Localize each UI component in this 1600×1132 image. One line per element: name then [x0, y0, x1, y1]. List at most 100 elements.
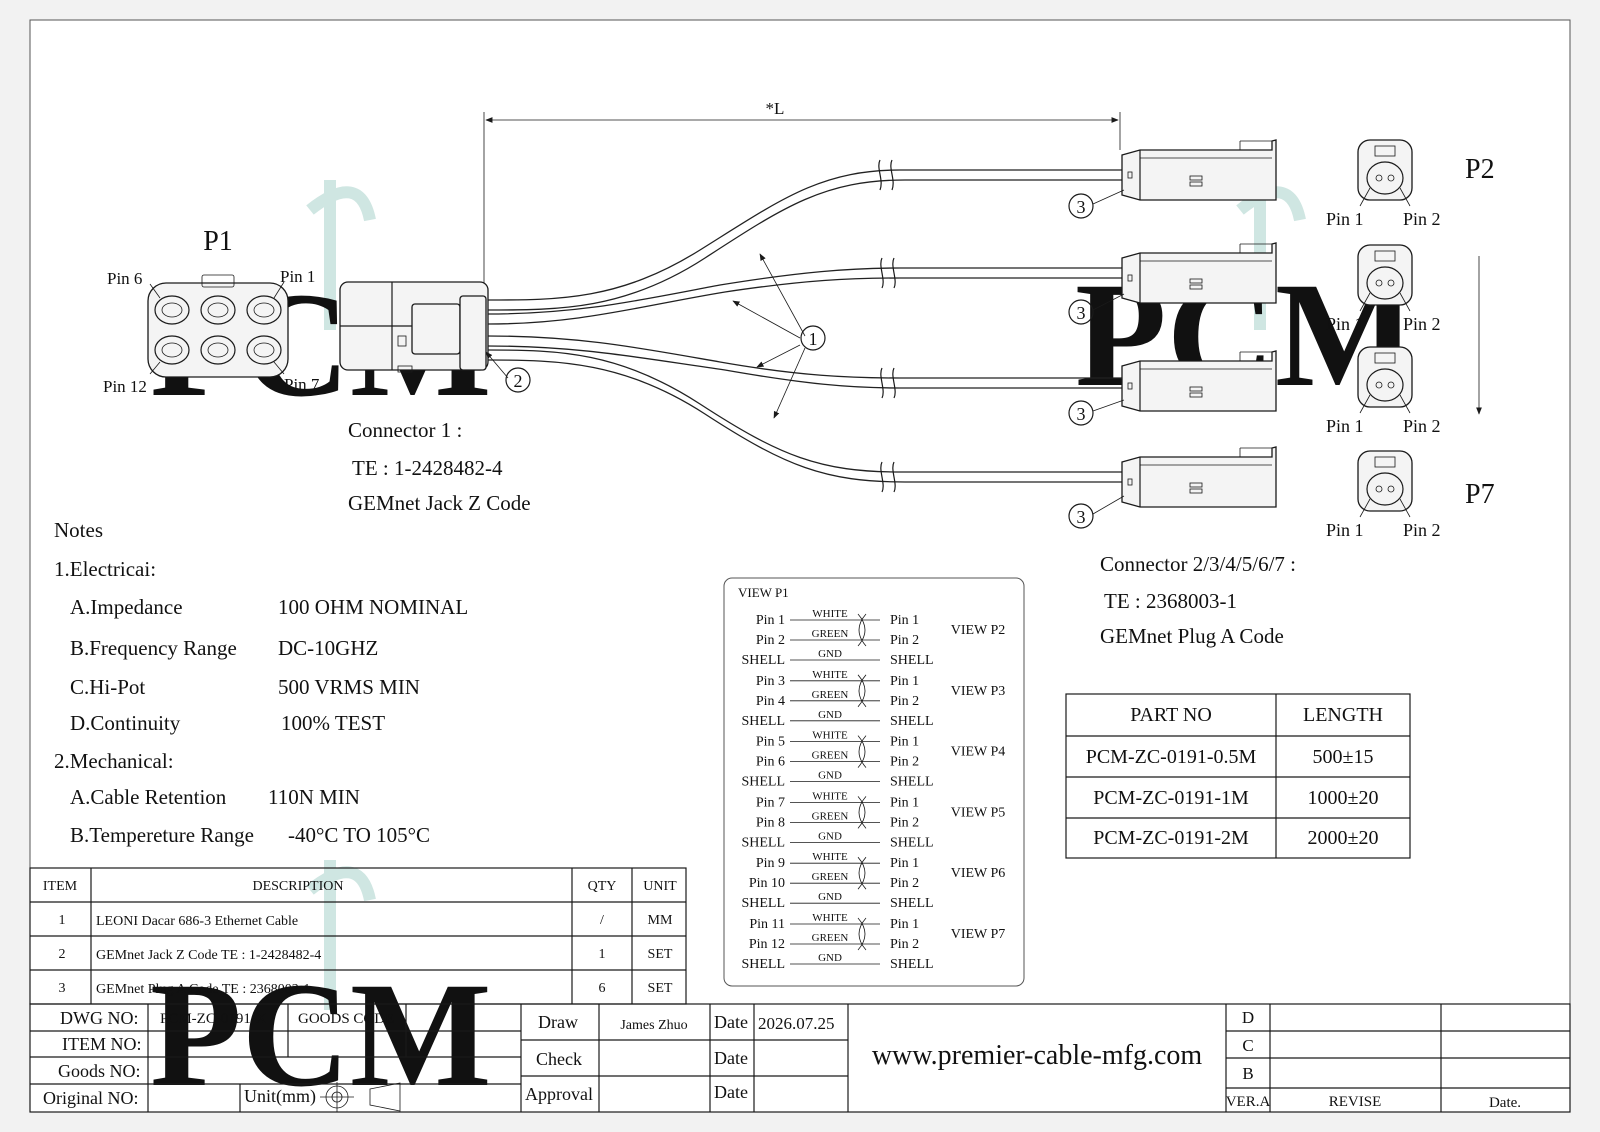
- svg-text:Original NO:: Original NO:: [43, 1088, 138, 1108]
- plug-pin1-label: Pin 1: [1326, 314, 1364, 334]
- svg-text:GEMnet Jack Z Code: GEMnet Jack Z Code: [348, 491, 531, 515]
- plug-pin1-label: Pin 1: [1326, 209, 1364, 229]
- p2-title: P2: [1465, 154, 1495, 185]
- svg-text:3: 3: [1077, 507, 1086, 527]
- wiring-left-pin: Pin 11: [749, 917, 785, 932]
- p1-pin12-label: Pin 12: [103, 377, 147, 396]
- wiring-right-pin: Pin 2: [890, 876, 919, 891]
- svg-text:LEONI Dacar 686-3 Ethernet Cab: LEONI Dacar 686-3 Ethernet Cable: [96, 914, 298, 929]
- svg-text:3: 3: [1077, 303, 1086, 323]
- projection-symbol-icon: [320, 1082, 401, 1112]
- svg-text:Connector 2/3/4/5/6/7 :: Connector 2/3/4/5/6/7 :: [1100, 552, 1296, 576]
- svg-text:GOODS CODE: GOODS CODE: [298, 1011, 394, 1027]
- svg-text:D.Continuity: D.Continuity: [70, 711, 181, 735]
- length-dimension: *L: [483, 99, 1121, 300]
- wiring-right-pin: Pin 2: [890, 633, 919, 648]
- wiring-right-pin: Pin 2: [890, 755, 919, 770]
- wiring-right-pin: SHELL: [890, 653, 934, 668]
- connector-1-side-view: [339, 281, 489, 373]
- wiring-right-pin: SHELL: [890, 835, 934, 850]
- wiring-right-pin: SHELL: [890, 896, 934, 911]
- length-dimension-label: *L: [766, 99, 785, 118]
- connector-2-7-callout: Connector 2/3/4/5/6/7 : TE : 2368003-1 G…: [1100, 552, 1296, 648]
- wiring-view-label: VIEW P2: [951, 623, 1006, 638]
- wiring-left-pin: Pin 7: [756, 795, 785, 810]
- svg-text:Date.: Date.: [1489, 1095, 1521, 1111]
- parts-row: PCM-ZC-0191-0.5M: [1086, 746, 1257, 768]
- wiring-right-pin: SHELL: [890, 775, 934, 790]
- wiring-left-pin: SHELL: [741, 957, 785, 972]
- svg-text:1: 1: [59, 913, 66, 928]
- svg-text:Goods NO:: Goods NO:: [58, 1061, 141, 1081]
- svg-text:3: 3: [1077, 197, 1086, 217]
- parts-row: 2000±20: [1308, 827, 1379, 849]
- svg-text:ITEM: ITEM: [43, 879, 78, 894]
- svg-text:2026.07.25: 2026.07.25: [758, 1014, 835, 1033]
- wiring-wire-color: WHITE: [812, 608, 848, 620]
- plug-face: [1357, 139, 1413, 207]
- parts-row: PCM-ZC-0191-2M: [1093, 827, 1249, 849]
- svg-text:QTY: QTY: [588, 879, 617, 894]
- p1-title: P1: [203, 226, 233, 257]
- wiring-wire-color: GND: [818, 770, 842, 782]
- svg-text:B.Frequency Range: B.Frequency Range: [70, 636, 237, 660]
- wiring-wire-color: GREEN: [812, 932, 849, 944]
- connector-1-callout: Connector 1 : TE : 1-2428482-4 GEMnet Ja…: [348, 418, 531, 515]
- plug-face: [1357, 244, 1413, 312]
- plug-pin2-label: Pin 2: [1403, 209, 1441, 229]
- wiring-left-pin: Pin 8: [756, 815, 785, 830]
- wiring-view-label: VIEW P3: [951, 684, 1006, 699]
- wiring-right-pin: Pin 1: [890, 735, 919, 750]
- svg-text:GEMnet Plug A Code: GEMnet Plug A Code: [1100, 624, 1284, 648]
- wiring-right-pin: Pin 2: [890, 937, 919, 952]
- website-url: www.premier-cable-mfg.com: [872, 1040, 1203, 1071]
- wiring-left-pin: Pin 4: [756, 694, 785, 709]
- wiring-right-pin: Pin 2: [890, 815, 919, 830]
- svg-text:VER.A: VER.A: [1226, 1094, 1271, 1110]
- svg-text:100% TEST: 100% TEST: [281, 711, 385, 735]
- wiring-view-label: VIEW P7: [951, 927, 1006, 942]
- p1-pin6-label: Pin 6: [107, 269, 142, 288]
- plug-pin2-label: Pin 2: [1403, 416, 1441, 436]
- svg-text:B.Tempereture Range: B.Tempereture Range: [70, 823, 254, 847]
- plug-pin2-label: Pin 2: [1403, 520, 1441, 540]
- wiring-wire-color: WHITE: [812, 669, 848, 681]
- notes-title: Notes: [54, 518, 103, 542]
- pcm-watermark-bottom-left: PCM: [150, 860, 492, 1118]
- svg-text:REVISE: REVISE: [1329, 1094, 1382, 1110]
- svg-text:2: 2: [59, 947, 66, 962]
- wiring-left-pin: SHELL: [741, 775, 785, 790]
- wiring-wire-color: GND: [818, 648, 842, 660]
- svg-text:James Zhuo: James Zhuo: [620, 1018, 687, 1033]
- svg-text:2: 2: [514, 371, 523, 391]
- svg-text:Date: Date: [714, 1048, 748, 1068]
- wiring-left-pin: Pin 1: [756, 613, 785, 628]
- bom-table: ITEM DESCRIPTION QTY UNIT 1 LEONI Dacar …: [29, 867, 687, 1005]
- balloon-3: 3: [1068, 495, 1125, 529]
- svg-text:DWG NO:: DWG NO:: [60, 1008, 139, 1028]
- svg-text:/: /: [600, 913, 604, 928]
- wiring-wire-color: GND: [818, 952, 842, 964]
- wiring-view-label: VIEW P5: [951, 805, 1006, 820]
- p1-connector-face: P1 Pin 6 Pin 1 Pin 12 Pin 7: [103, 226, 320, 396]
- plug-pin1-label: Pin 1: [1326, 416, 1364, 436]
- wiring-left-pin: SHELL: [741, 653, 785, 668]
- wiring-left-pin: Pin 9: [756, 856, 785, 871]
- balloon-2: 2: [485, 351, 531, 393]
- svg-text:PCM: PCM: [150, 952, 492, 1118]
- wiring-right-pin: Pin 1: [890, 856, 919, 871]
- wiring-left-pin: Pin 5: [756, 735, 785, 750]
- svg-text:Connector 1 :: Connector 1 :: [348, 418, 462, 442]
- svg-text:GEMnet Plug A Code TE : 236800: GEMnet Plug A Code TE : 2368003-1: [96, 982, 310, 997]
- wiring-wire-color: GND: [818, 891, 842, 903]
- svg-text:B: B: [1242, 1064, 1253, 1083]
- svg-text:DESCRIPTION: DESCRIPTION: [252, 879, 343, 894]
- svg-text:MM: MM: [648, 913, 673, 928]
- wiring-left-pin: Pin 10: [749, 876, 785, 891]
- svg-text:UNIT: UNIT: [643, 879, 677, 894]
- wiring-wire-color: GREEN: [812, 871, 849, 883]
